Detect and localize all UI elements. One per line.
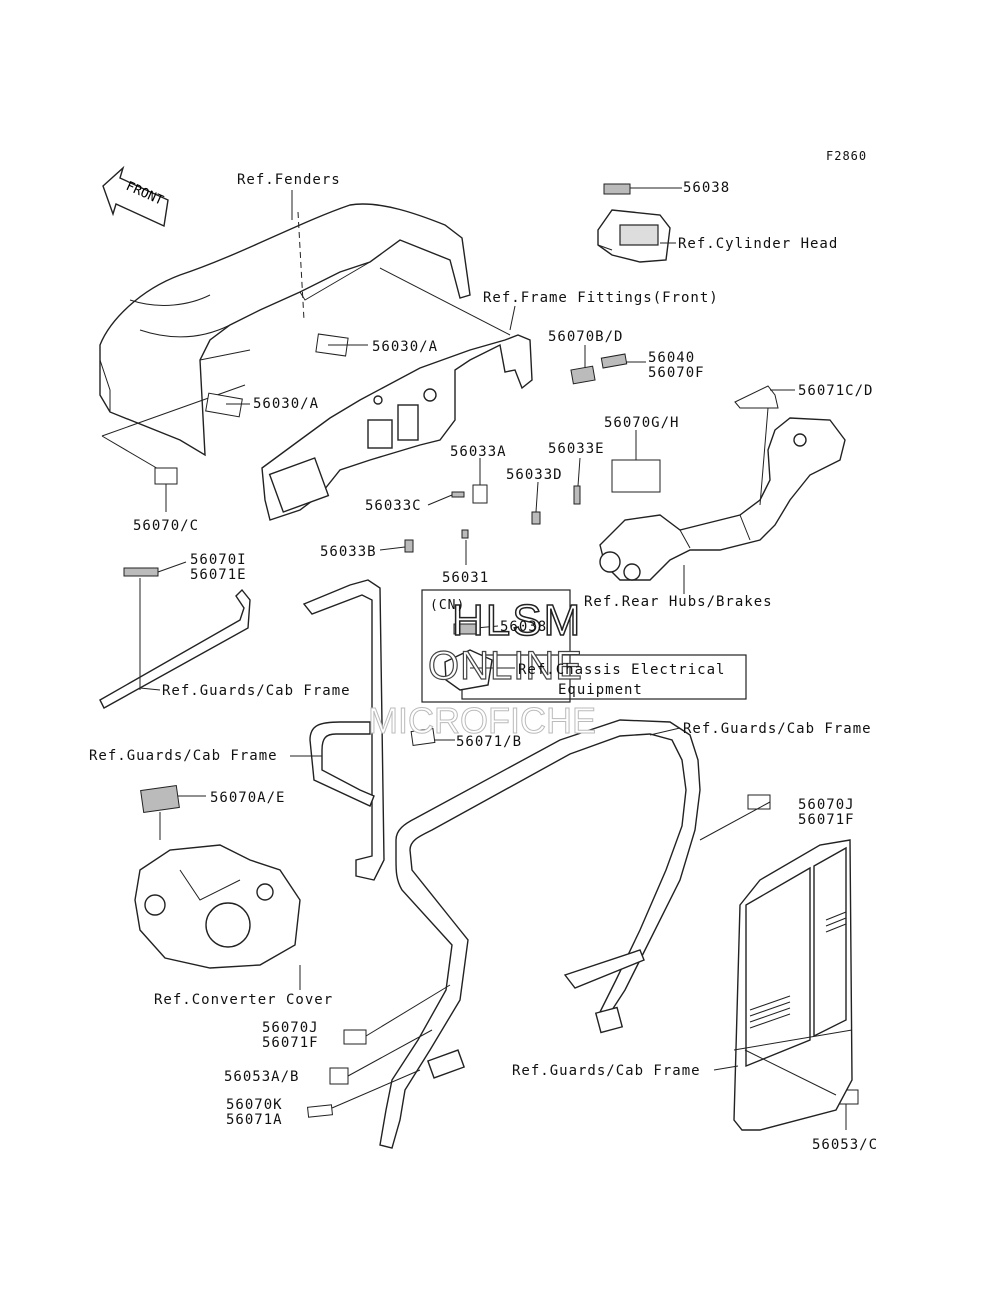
label-56071cd: 56071C/D xyxy=(798,383,874,399)
label-56031: 56031 xyxy=(442,570,490,586)
label-inset-region: (CN) xyxy=(430,598,466,613)
figure-code: F2860 xyxy=(826,149,868,163)
label-56030a-2: 56030/A xyxy=(253,396,320,412)
label-56070bd: 56070B/D xyxy=(548,329,624,345)
label-56033c: 56033C xyxy=(365,498,422,514)
label-56033a: 56033A xyxy=(450,444,507,460)
cylinder-head-part xyxy=(597,209,671,263)
label-56033e: 56033E xyxy=(548,441,605,457)
label-56071b: 56071/B xyxy=(456,734,523,750)
label-ref-guards-3: Ref.Guards/Cab Frame xyxy=(89,748,278,764)
converter-cover-part xyxy=(134,844,301,969)
label-56070k: 56070K xyxy=(226,1097,283,1113)
label-ref-converter: Ref.Converter Cover xyxy=(154,992,334,1008)
label-ref-rear-hubs: Ref.Rear Hubs/Brakes xyxy=(584,594,773,610)
front-arrow-icon: FRONT xyxy=(102,165,169,228)
label-56070gh: 56070G/H xyxy=(604,415,680,431)
label-ref-chassis-2: Equipment xyxy=(558,682,643,698)
label-ref-frame-fittings: Ref.Frame Fittings(Front) xyxy=(483,290,719,306)
label-ref-guards-1: Ref.Guards/Cab Frame xyxy=(162,683,351,699)
label-ref-chassis-1: Ref.Chassis Electrical xyxy=(518,662,726,678)
label-56071f-l: 56071F xyxy=(262,1035,319,1051)
cab-panel-part xyxy=(733,839,853,1131)
frame-fittings-part xyxy=(261,267,533,521)
label-56070c: 56070/C xyxy=(133,518,200,534)
rear-hubs-part xyxy=(599,417,846,581)
label-ref-guards-4: Ref.Guards/Cab Frame xyxy=(512,1063,701,1079)
label-56038-inset: 56038 xyxy=(500,619,548,635)
label-56070f: 56070F xyxy=(648,365,705,381)
label-56038-top: 56038 xyxy=(683,180,731,196)
label-56053c: 56053/C xyxy=(812,1137,879,1153)
label-ref-cylinder-head: Ref.Cylinder Head xyxy=(678,236,839,252)
label-56071f-r: 56071F xyxy=(798,812,855,828)
label-56070j-r: 56070J xyxy=(798,797,855,813)
label-56030a-1: 56030/A xyxy=(372,339,439,355)
label-56040: 56040 xyxy=(648,350,696,366)
label-56053ab: 56053A/B xyxy=(224,1069,300,1085)
label-ref-fenders: Ref.Fenders xyxy=(237,172,341,188)
label-56071e: 56071E xyxy=(190,567,247,583)
label-56071a: 56071A xyxy=(226,1112,283,1128)
label-56070i: 56070I xyxy=(190,552,247,568)
label-56070j-l: 56070J xyxy=(262,1020,319,1036)
label-56070ae: 56070A/E xyxy=(210,790,286,806)
label-56033b: 56033B xyxy=(320,544,377,560)
label-56033d: 56033D xyxy=(506,467,563,483)
fender-part xyxy=(99,203,471,457)
label-ref-guards-2: Ref.Guards/Cab Frame xyxy=(683,721,872,737)
